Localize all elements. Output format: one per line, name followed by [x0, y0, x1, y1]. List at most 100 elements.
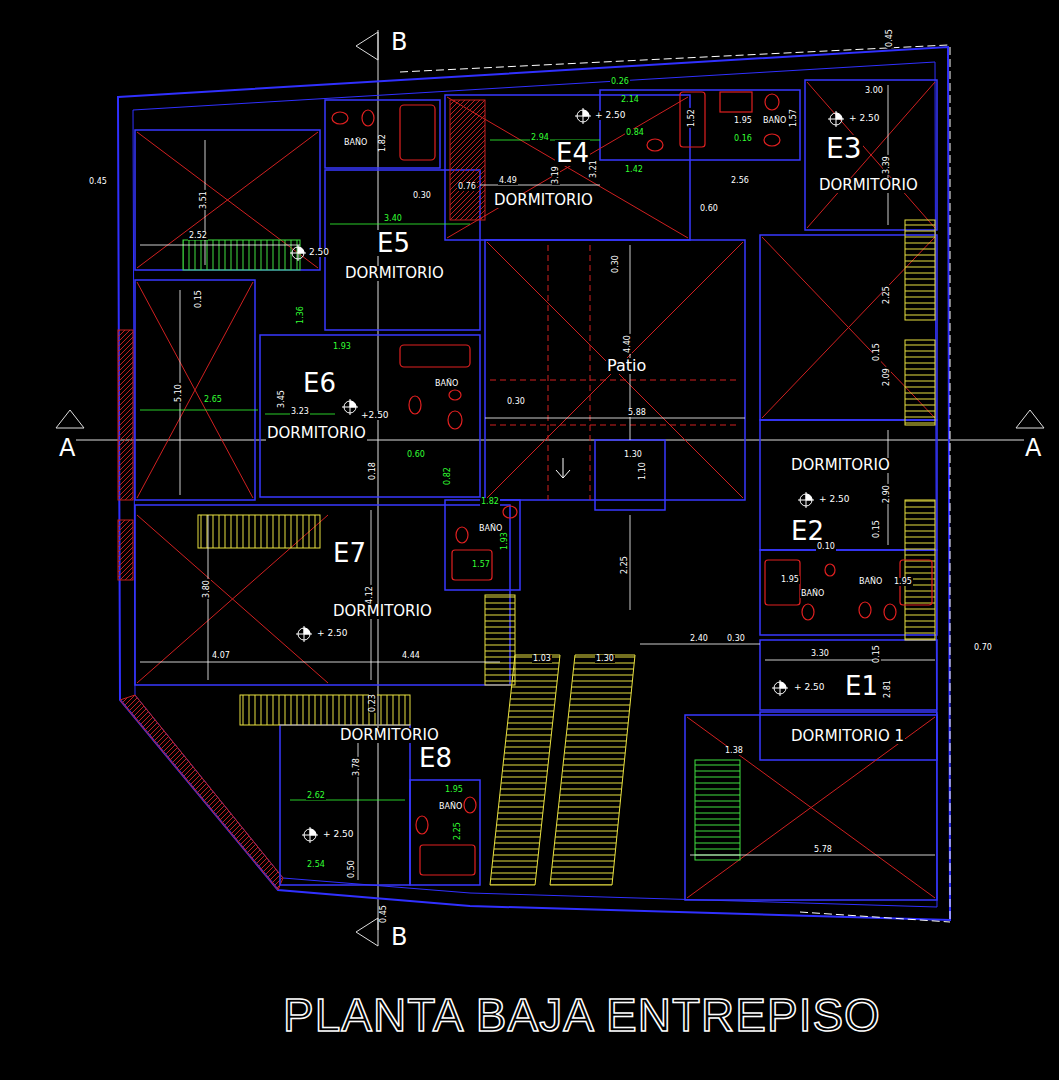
- dimension-text: 0.45: [886, 28, 894, 48]
- dimension-text: 2.52: [188, 232, 208, 240]
- dimension-text: 3.39: [883, 155, 891, 175]
- dimension-text: 0.15: [873, 342, 881, 362]
- dimension-text: 3.30: [810, 650, 830, 658]
- dimension-text: 2.54: [306, 861, 326, 869]
- dimension-text: 1.82: [379, 133, 387, 153]
- dimension-text: 0.50: [348, 859, 356, 879]
- dimension-text: 4.07: [211, 652, 231, 660]
- dimension-text: 5.10: [175, 383, 183, 403]
- dimension-text: 0.45: [380, 904, 388, 924]
- dimension-text: 0.23: [369, 693, 377, 713]
- dimension-text: 0.15: [873, 519, 881, 539]
- dimension-text: 0.16: [733, 135, 753, 143]
- section-mark: B: [390, 925, 408, 949]
- level-mark: + 2.50: [848, 114, 880, 123]
- dimension-text: 1.03: [532, 655, 552, 663]
- section-lines: [56, 30, 1044, 946]
- dimension-text: 1.93: [332, 343, 352, 351]
- room-area: E5DORMITORIO: [342, 228, 447, 283]
- stairs: [183, 100, 935, 885]
- room-code: E6: [302, 370, 337, 396]
- dimension-text: 3.00: [864, 87, 884, 95]
- dimension-text: 4.44: [401, 652, 421, 660]
- dimension-text: 0.30: [612, 254, 620, 274]
- room-name: DORMITORIO 1: [790, 729, 905, 744]
- section-mark: B: [390, 30, 408, 54]
- dimension-text: 0.10: [816, 543, 836, 551]
- dimension-text: 3.45: [278, 389, 286, 409]
- dimension-text: 1.38: [724, 747, 744, 755]
- dimension-text: BAÑO: [800, 590, 825, 598]
- dimension-text: 2.65: [203, 396, 223, 404]
- dimension-text: 2.90: [883, 484, 891, 504]
- level-mark: +2.50: [360, 411, 390, 420]
- dimension-text: 1.95: [893, 578, 913, 586]
- dimension-text: 1.30: [623, 451, 643, 459]
- dimension-text: 1.93: [501, 531, 509, 551]
- dimension-text: 0.15: [195, 289, 203, 309]
- dimension-text: BAÑO: [438, 803, 463, 811]
- dimension-text: 2.25: [883, 285, 891, 305]
- dimension-text: 0.60: [699, 205, 719, 213]
- section-mark: A: [1024, 436, 1042, 460]
- level-mark: + 2.50: [594, 111, 626, 120]
- room-area: Patio: [604, 356, 650, 376]
- dimension-text: BAÑO: [478, 525, 503, 533]
- dimension-text: 1.95: [733, 117, 753, 125]
- dimension-text: 0.60: [406, 451, 426, 459]
- dimension-text: BAÑO: [434, 380, 459, 388]
- dimension-text: 1.57: [471, 561, 491, 569]
- section-mark: A: [58, 436, 76, 460]
- room-name: DORMITORIO: [493, 193, 594, 208]
- level-markers: [290, 108, 844, 843]
- dimension-text: 0.30: [726, 635, 746, 643]
- level-mark: + 2.50: [793, 683, 825, 692]
- dimension-text: BAÑO: [858, 578, 883, 586]
- room-name: DORMITORIO: [332, 604, 433, 619]
- room-walls: [135, 80, 937, 900]
- dimension-text: 2.62: [306, 792, 326, 800]
- room-code: E7: [332, 540, 367, 566]
- dimension-text: 1.52: [688, 108, 696, 128]
- dimension-text: 2.56: [730, 177, 750, 185]
- dimension-text: 3.40: [383, 215, 403, 223]
- dimension-text: 0.15: [873, 644, 881, 664]
- dimension-text: 3.23: [290, 408, 310, 416]
- dimension-text: 2.14: [620, 96, 640, 104]
- level-mark: 2.50: [308, 248, 330, 257]
- building-outline: [118, 45, 950, 922]
- room-code: E4: [555, 140, 590, 166]
- dimension-text: 3.78: [353, 757, 361, 777]
- dimension-text: 1.95: [444, 786, 464, 794]
- dimension-text: BAÑO: [762, 117, 787, 125]
- level-mark: + 2.50: [322, 830, 354, 839]
- level-mark: + 2.50: [316, 629, 348, 638]
- sanitary-fixtures: [332, 92, 932, 875]
- room-area: E3DORMITORIO: [815, 133, 921, 195]
- room-area: E4DORMITORIO: [490, 138, 596, 210]
- dimension-text: 1.30: [595, 655, 615, 663]
- dimension-text: 3.19: [552, 165, 560, 185]
- room-code: E3: [825, 135, 863, 163]
- dimension-text: 1.36: [297, 305, 305, 325]
- dimension-text: BAÑO: [343, 139, 368, 147]
- room-code: E1: [844, 673, 879, 699]
- dimension-text: 2.81: [884, 679, 892, 699]
- room-name: DORMITORIO: [339, 728, 440, 743]
- dimension-text: 1.10: [639, 461, 647, 481]
- dimension-text: 2.09: [883, 367, 891, 387]
- dimension-text: 0.26: [610, 78, 630, 86]
- dimension-text: 0.45: [88, 178, 108, 186]
- room-name: Patio: [606, 358, 647, 374]
- dimension-text: 1.57: [790, 108, 798, 128]
- dimension-text: 0.76: [457, 183, 477, 191]
- dimension-text: 4.49: [498, 177, 518, 185]
- room-name: DORMITORIO: [818, 178, 919, 193]
- room-name: DORMITORIO: [266, 426, 367, 441]
- room-name: DORMITORIO: [790, 458, 891, 473]
- dimension-text: 5.78: [813, 846, 833, 854]
- level-mark: + 2.50: [818, 495, 850, 504]
- dimension-text: 0.30: [412, 192, 432, 200]
- dimension-text: 2.25: [454, 821, 462, 841]
